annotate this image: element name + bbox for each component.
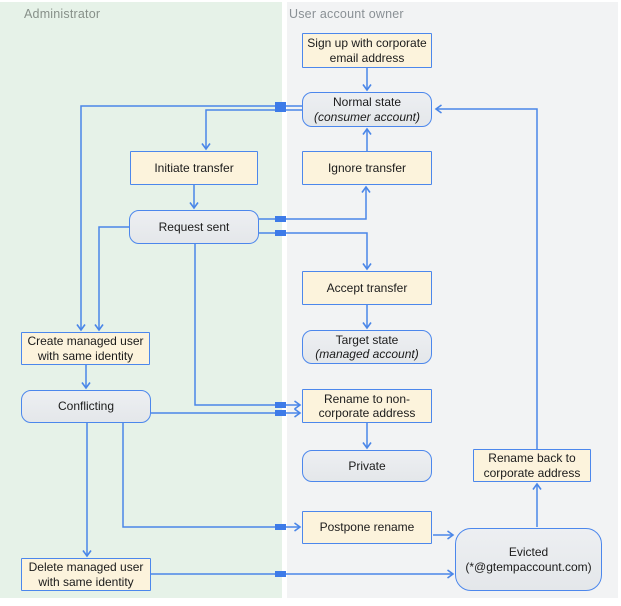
node-rename-back-to-corporate: Rename back to corporate address xyxy=(473,449,591,482)
node-delete-managed-user: Delete managed user with same identity xyxy=(21,558,151,591)
node-sign-up: Sign up with corporate email address xyxy=(302,33,432,68)
node-label: corporate address xyxy=(483,465,581,480)
node-label: Sign up with corporate xyxy=(307,36,427,50)
node-ignore-transfer: Ignore transfer xyxy=(302,151,432,185)
administrator-lane xyxy=(0,2,282,598)
node-postpone-rename: Postpone rename xyxy=(302,511,432,544)
node-label: Accept transfer xyxy=(326,280,408,295)
node-label: Initiate transfer xyxy=(154,160,234,175)
node-request-sent: Request sent xyxy=(129,210,259,244)
node-label: Postpone rename xyxy=(319,520,415,535)
node-label: Private xyxy=(348,458,386,473)
node-target-state: Target state (managed account) xyxy=(302,330,432,364)
administrator-lane-title: Administrator xyxy=(24,7,101,21)
node-label: with same identity xyxy=(38,574,134,589)
node-evicted: Evicted (*@gtempaccount.com) xyxy=(455,528,602,591)
node-label: Delete managed user xyxy=(28,560,144,574)
node-label: Conflicting xyxy=(57,399,115,414)
node-label: Target state xyxy=(335,332,399,347)
node-label: Create managed user xyxy=(27,334,144,348)
node-sublabel: (managed account) xyxy=(315,347,419,361)
node-label: with same identity xyxy=(37,348,134,363)
node-label: Rename to non- xyxy=(323,391,411,406)
node-sublabel: (consumer account) xyxy=(313,109,421,124)
user-account-owner-lane-title: User account owner xyxy=(289,7,404,21)
node-create-managed-user: Create managed user with same identity xyxy=(21,332,150,365)
node-label: corporate address xyxy=(318,406,416,420)
node-label: Ignore transfer xyxy=(327,160,407,175)
node-rename-to-non-corporate: Rename to non- corporate address xyxy=(302,389,432,423)
node-label: email address xyxy=(329,50,405,65)
node-label: Rename back to xyxy=(488,451,576,465)
node-sublabel: (*@gtempaccount.com) xyxy=(465,559,592,574)
node-private: Private xyxy=(302,450,432,482)
node-label: Request sent xyxy=(158,219,230,234)
node-initiate-transfer: Initiate transfer xyxy=(130,151,258,185)
node-accept-transfer: Accept transfer xyxy=(302,271,432,305)
node-conflicting: Conflicting xyxy=(21,390,151,423)
node-normal-state: Normal state (consumer account) xyxy=(302,92,432,127)
node-label: Normal state xyxy=(332,95,402,109)
node-label: Evicted xyxy=(508,545,549,559)
